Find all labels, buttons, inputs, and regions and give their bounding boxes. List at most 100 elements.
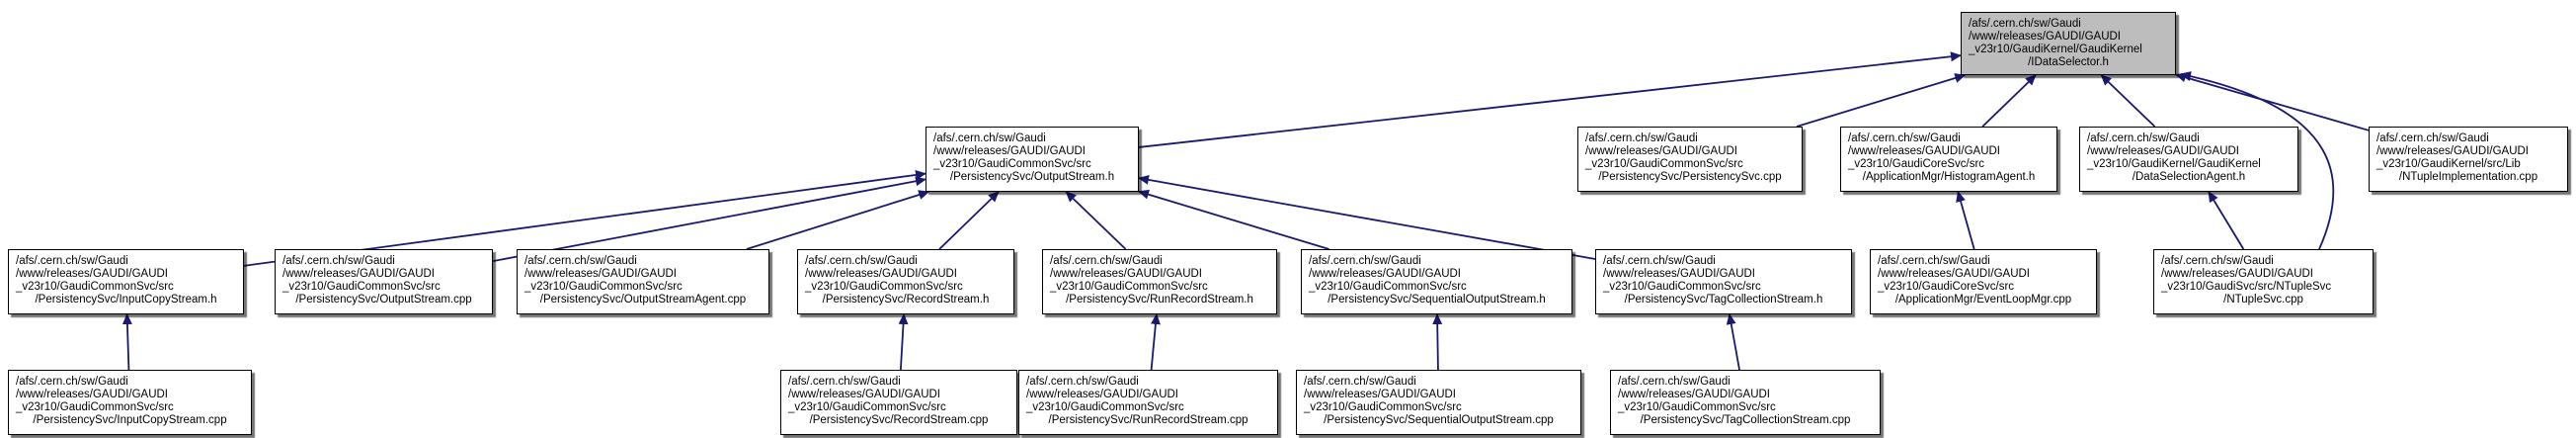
node-label-line: _v23r10/GaudiCommonSvc/src <box>805 281 963 293</box>
node-label-line: _v23r10/GaudiCoreSvc/src <box>1878 281 2015 293</box>
node-idataselector-h[interactable]: /afs/.cern.ch/sw/Gaudi/www/releases/GAUD… <box>1961 12 2176 75</box>
node-label-line: /afs/.cern.ch/sw/Gaudi <box>788 376 901 388</box>
node-label-line: /www/releases/GAUDI/GAUDI <box>1309 268 1462 280</box>
edge-sequentialoutputstream-h-to-outputstream-h <box>1138 189 1329 250</box>
node-runrecordstream-cpp[interactable]: /afs/.cern.ch/sw/Gaudi/www/releases/GAUD… <box>1018 370 1278 435</box>
node-persistencysvc-cpp[interactable]: /afs/.cern.ch/sw/Gaudi/www/releases/GAUD… <box>1577 127 1803 192</box>
edge-eventloopmgr-cpp-to-histogramagent-h <box>1956 191 1975 250</box>
node-label-line: /PersistencySvc/OutputStream.cpp <box>295 294 472 306</box>
node-label-line: /PersistencySvc/TagCollectionStream.cpp <box>1640 414 1851 426</box>
node-label-line: _v23r10/GaudiCommonSvc/src <box>1585 158 1743 170</box>
node-tagcollectionstream-cpp[interactable]: /afs/.cern.ch/sw/Gaudi/www/releases/GAUD… <box>1610 370 1881 435</box>
edge-outputstreamagent-cpp-to-outputstream-h <box>746 190 930 250</box>
node-outputstreamagent-cpp[interactable]: /afs/.cern.ch/sw/Gaudi/www/releases/GAUD… <box>517 249 769 314</box>
edge-recordstream-cpp-to-recordstream-h <box>898 313 909 371</box>
edge-ntuplesvc-cpp-to-dataselectionagent-h <box>2208 191 2245 250</box>
node-label-line: /afs/.cern.ch/sw/Gaudi <box>2161 255 2274 267</box>
node-label-line: /PersistencySvc/RunRecordStream.cpp <box>1048 414 1248 426</box>
node-outputstream-h[interactable]: /afs/.cern.ch/sw/Gaudi/www/releases/GAUD… <box>926 127 1139 192</box>
node-label-line: _v23r10/GaudiSvc/src/NTupleSvc <box>2161 281 2332 293</box>
edge-histogramagent-h-to-idataselector-h <box>1981 74 2037 128</box>
node-label-line: /PersistencySvc/OutputStream.h <box>949 171 1115 183</box>
node-label-line: /ApplicationMgr/HistogramAgent.h <box>1862 171 2036 183</box>
node-label-line: /PersistencySvc/SequentialOutputStream.h <box>1328 294 1546 306</box>
edge-outputstream-h-to-idataselector-h <box>1138 51 1962 148</box>
node-label-line: /PersistencySvc/InputCopyStream.h <box>35 294 217 306</box>
node-label-line: _v23r10/GaudiCommonSvc/src <box>282 281 441 293</box>
node-label-line: /afs/.cern.ch/sw/Gaudi <box>1585 132 1698 144</box>
node-label-line: _v23r10/GaudiCommonSvc/src <box>16 401 174 413</box>
edge-outputstream-cpp-to-outputstream-h <box>492 176 926 263</box>
node-sequentialoutputstream-cpp[interactable]: /afs/.cern.ch/sw/Gaudi/www/releases/GAUD… <box>1296 370 1581 435</box>
node-label-line: _v23r10/GaudiCommonSvc/src <box>1026 401 1184 413</box>
node-sequentialoutputstream-h[interactable]: /afs/.cern.ch/sw/Gaudi/www/releases/GAUD… <box>1301 249 1572 314</box>
node-label-line: _v23r10/GaudiKernel/GaudiKernel <box>1969 44 2142 55</box>
node-label-line: _v23r10/GaudiCoreSvc/src <box>1848 158 1985 170</box>
node-runrecordstream-h[interactable]: /afs/.cern.ch/sw/Gaudi/www/releases/GAUD… <box>1042 249 1277 314</box>
edge-runrecordstream-h-to-outputstream-h <box>1065 191 1127 250</box>
node-label-line: _v23r10/GaudiKernel/src/Lib <box>2376 158 2521 170</box>
node-inputcopystream-cpp[interactable]: /afs/.cern.ch/sw/Gaudi/www/releases/GAUD… <box>8 370 252 435</box>
node-label-line: _v23r10/GaudiCommonSvc/src <box>1618 401 1776 413</box>
node-label-line: /afs/.cern.ch/sw/Gaudi <box>1618 376 1731 388</box>
node-label-line: /www/releases/GAUDI/GAUDI <box>1878 268 2031 280</box>
node-label-line: /www/releases/GAUDI/GAUDI <box>2161 268 2314 280</box>
node-label-line: /afs/.cern.ch/sw/Gaudi <box>1878 255 1990 267</box>
node-label-line: /PersistencySvc/TagCollectionStream.h <box>1624 294 1823 306</box>
node-label-line: /afs/.cern.ch/sw/Gaudi <box>1304 376 1416 388</box>
node-label-line: /afs/.cern.ch/sw/Gaudi <box>805 255 918 267</box>
node-label-line: _v23r10/GaudiCommonSvc/src <box>524 281 683 293</box>
edge-ntuplesvc-cpp-to-idataselector-h <box>2180 71 2335 250</box>
node-label-line: /afs/.cern.ch/sw/Gaudi <box>1603 255 1716 267</box>
node-label-line: _v23r10/GaudiCommonSvc/src <box>1309 281 1467 293</box>
node-label-line: _v23r10/GaudiCommonSvc/src <box>16 281 174 293</box>
node-label-line: /PersistencySvc/RunRecordStream.h <box>1066 294 1253 306</box>
node-label-line: /www/releases/GAUDI/GAUDI <box>933 145 1087 157</box>
node-label-line: /DataSelectionAgent.h <box>2132 171 2246 183</box>
node-label-line: _v23r10/GaudiKernel/GaudiKernel <box>2087 158 2261 170</box>
edge-recordstream-h-to-outputstream-h <box>938 191 1000 250</box>
node-histogramagent-h[interactable]: /afs/.cern.ch/sw/Gaudi/www/releases/GAUD… <box>1840 127 2057 192</box>
node-label-line: /www/releases/GAUDI/GAUDI <box>1304 389 1457 400</box>
node-label-line: /www/releases/GAUDI/GAUDI <box>524 268 678 280</box>
node-eventloopmgr-cpp[interactable]: /afs/.cern.ch/sw/Gaudi/www/releases/GAUD… <box>1870 249 2097 314</box>
node-tagcollectionstream-h[interactable]: /afs/.cern.ch/sw/Gaudi/www/releases/GAUD… <box>1595 249 1852 314</box>
node-label-line: /afs/.cern.ch/sw/Gaudi <box>524 255 637 267</box>
node-ntupleimplementation-cpp[interactable]: /afs/.cern.ch/sw/Gaudi/www/releases/GAUD… <box>2369 127 2568 192</box>
node-label-line: _v23r10/GaudiCommonSvc/src <box>788 401 946 413</box>
node-label-line: /www/releases/GAUDI/GAUDI <box>282 268 436 280</box>
node-inputcopystream-h[interactable]: /afs/.cern.ch/sw/Gaudi/www/releases/GAUD… <box>8 249 244 314</box>
node-recordstream-h[interactable]: /afs/.cern.ch/sw/Gaudi/www/releases/GAUD… <box>797 249 1014 314</box>
node-label-line: /ApplicationMgr/EventLoopMgr.cpp <box>1894 294 2072 306</box>
node-outputstream-cpp[interactable]: /afs/.cern.ch/sw/Gaudi/www/releases/GAUD… <box>275 249 493 314</box>
node-dataselectionagent-h[interactable]: /afs/.cern.ch/sw/Gaudi/www/releases/GAUD… <box>2079 127 2298 192</box>
node-ntuplesvc-cpp[interactable]: /afs/.cern.ch/sw/Gaudi/www/releases/GAUD… <box>2153 249 2374 314</box>
node-label-line: /PersistencySvc/SequentialOutputStream.c… <box>1324 414 1554 426</box>
node-recordstream-cpp[interactable]: /afs/.cern.ch/sw/Gaudi/www/releases/GAUD… <box>780 370 1017 435</box>
node-label-line: /www/releases/GAUDI/GAUDI <box>2376 145 2530 157</box>
node-label-line: /www/releases/GAUDI/GAUDI <box>1585 145 1738 157</box>
edge-dataselectionagent-h-to-idataselector-h <box>2100 74 2156 128</box>
edge-ntupleimplementation-cpp-to-idataselector-h <box>2175 72 2370 131</box>
node-label-line: /afs/.cern.ch/sw/Gaudi <box>16 376 128 388</box>
node-label-line: /afs/.cern.ch/sw/Gaudi <box>16 255 128 267</box>
node-label-line: /afs/.cern.ch/sw/Gaudi <box>1969 18 2081 30</box>
node-label-line: /NTupleImplementation.cpp <box>2398 171 2538 183</box>
node-label-line: _v23r10/GaudiCommonSvc/src <box>1304 401 1462 413</box>
node-label-line: /www/releases/GAUDI/GAUDI <box>2087 145 2240 157</box>
node-label-line: /www/releases/GAUDI/GAUDI <box>805 268 958 280</box>
node-label-line: /www/releases/GAUDI/GAUDI <box>1603 268 1756 280</box>
node-label-line: /afs/.cern.ch/sw/Gaudi <box>1026 376 1139 388</box>
node-label-line: /www/releases/GAUDI/GAUDI <box>788 389 941 400</box>
node-label-line: /www/releases/GAUDI/GAUDI <box>16 389 169 400</box>
node-label-line: /afs/.cern.ch/sw/Gaudi <box>933 132 1046 144</box>
node-label-line: /www/releases/GAUDI/GAUDI <box>1969 31 2122 43</box>
node-label-line: /www/releases/GAUDI/GAUDI <box>1026 389 1179 400</box>
node-label-line: /afs/.cern.ch/sw/Gaudi <box>1309 255 1421 267</box>
edge-runrecordstream-cpp-to-runrecordstream-h <box>1150 313 1161 371</box>
node-label-line: /www/releases/GAUDI/GAUDI <box>16 268 169 280</box>
node-label-line: /PersistencySvc/OutputStreamAgent.cpp <box>539 294 747 306</box>
node-label-line: /NTupleSvc.cpp <box>2223 294 2303 306</box>
